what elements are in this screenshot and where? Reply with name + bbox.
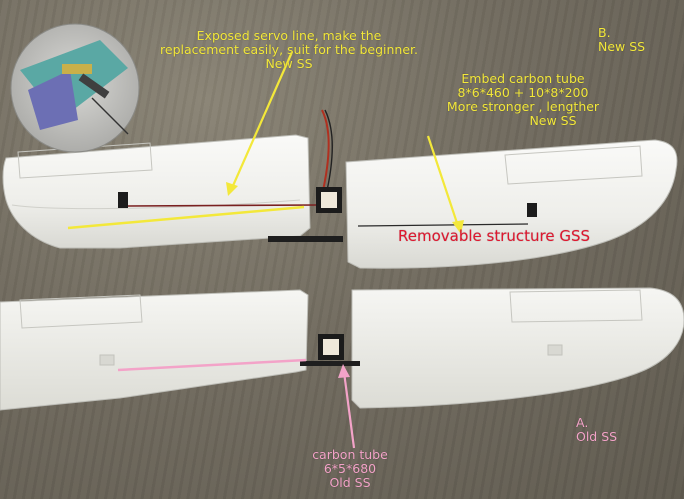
servo-wire	[127, 204, 319, 207]
arrow-servo-line	[226, 51, 294, 196]
version-b-letter: B.	[598, 25, 611, 40]
highlight-line-pink	[117, 358, 307, 372]
servo-line-text-3: New SS	[265, 56, 313, 71]
servo-left	[118, 192, 128, 208]
carbon-tube-new-text-1: Embed carbon tube	[461, 71, 585, 86]
highlight-line-left	[67, 205, 305, 230]
carbon-tube-old-text-3: Old SS	[329, 475, 371, 490]
label-version-b: B. New SS	[598, 26, 645, 54]
carbon-tube-old-text-2: 6*5*680	[323, 461, 377, 476]
carbon-tube-new-text-3: More stronger , lengther	[446, 99, 600, 114]
aileron-top-left	[17, 142, 153, 179]
aileron-bottom-left	[19, 294, 143, 329]
arrow-old-carbon-tube	[338, 364, 356, 449]
wing-top-left	[2, 134, 311, 249]
label-carbon-tube-old: carbon tube 6*5*680 Old SS	[300, 448, 400, 490]
wing-top-right	[345, 139, 678, 269]
aileron-top-right	[504, 145, 643, 185]
servo-right	[527, 203, 537, 217]
carbon-tube-old-text-1: carbon tube	[312, 447, 388, 462]
label-carbon-tube-new: Embed carbon tube 8*6*460 + 10*8*200 Mor…	[428, 72, 618, 128]
label-servo-line: Exposed servo line, make the replacement…	[144, 29, 434, 71]
label-removable-structure: Removable structure GSS	[398, 227, 591, 245]
aileron-bottom-right	[509, 289, 643, 323]
version-b-name: New SS	[598, 39, 646, 54]
version-a-name: Old SS	[576, 429, 618, 444]
version-a-letter: A.	[576, 415, 589, 430]
carbon-rod-top	[268, 236, 343, 242]
servo-line-text-1: Exposed servo line, make the	[196, 28, 382, 43]
carbon-tube-new-text-4: New SS	[529, 113, 577, 128]
wing-bottom-right	[351, 287, 684, 409]
carbon-rod-bottom	[300, 361, 360, 366]
carbon-tube-new-text-2: 8*6*460 + 10*8*200	[457, 85, 589, 100]
wing-bottom-left	[0, 289, 309, 411]
label-version-a: A. Old SS	[576, 416, 617, 444]
inset-detail-photo	[10, 23, 140, 153]
servo-wire-lead	[321, 109, 330, 196]
arrow-carbon-tube	[426, 135, 464, 234]
servo-line-text-2: replacement easily, suit for the beginne…	[160, 42, 418, 57]
